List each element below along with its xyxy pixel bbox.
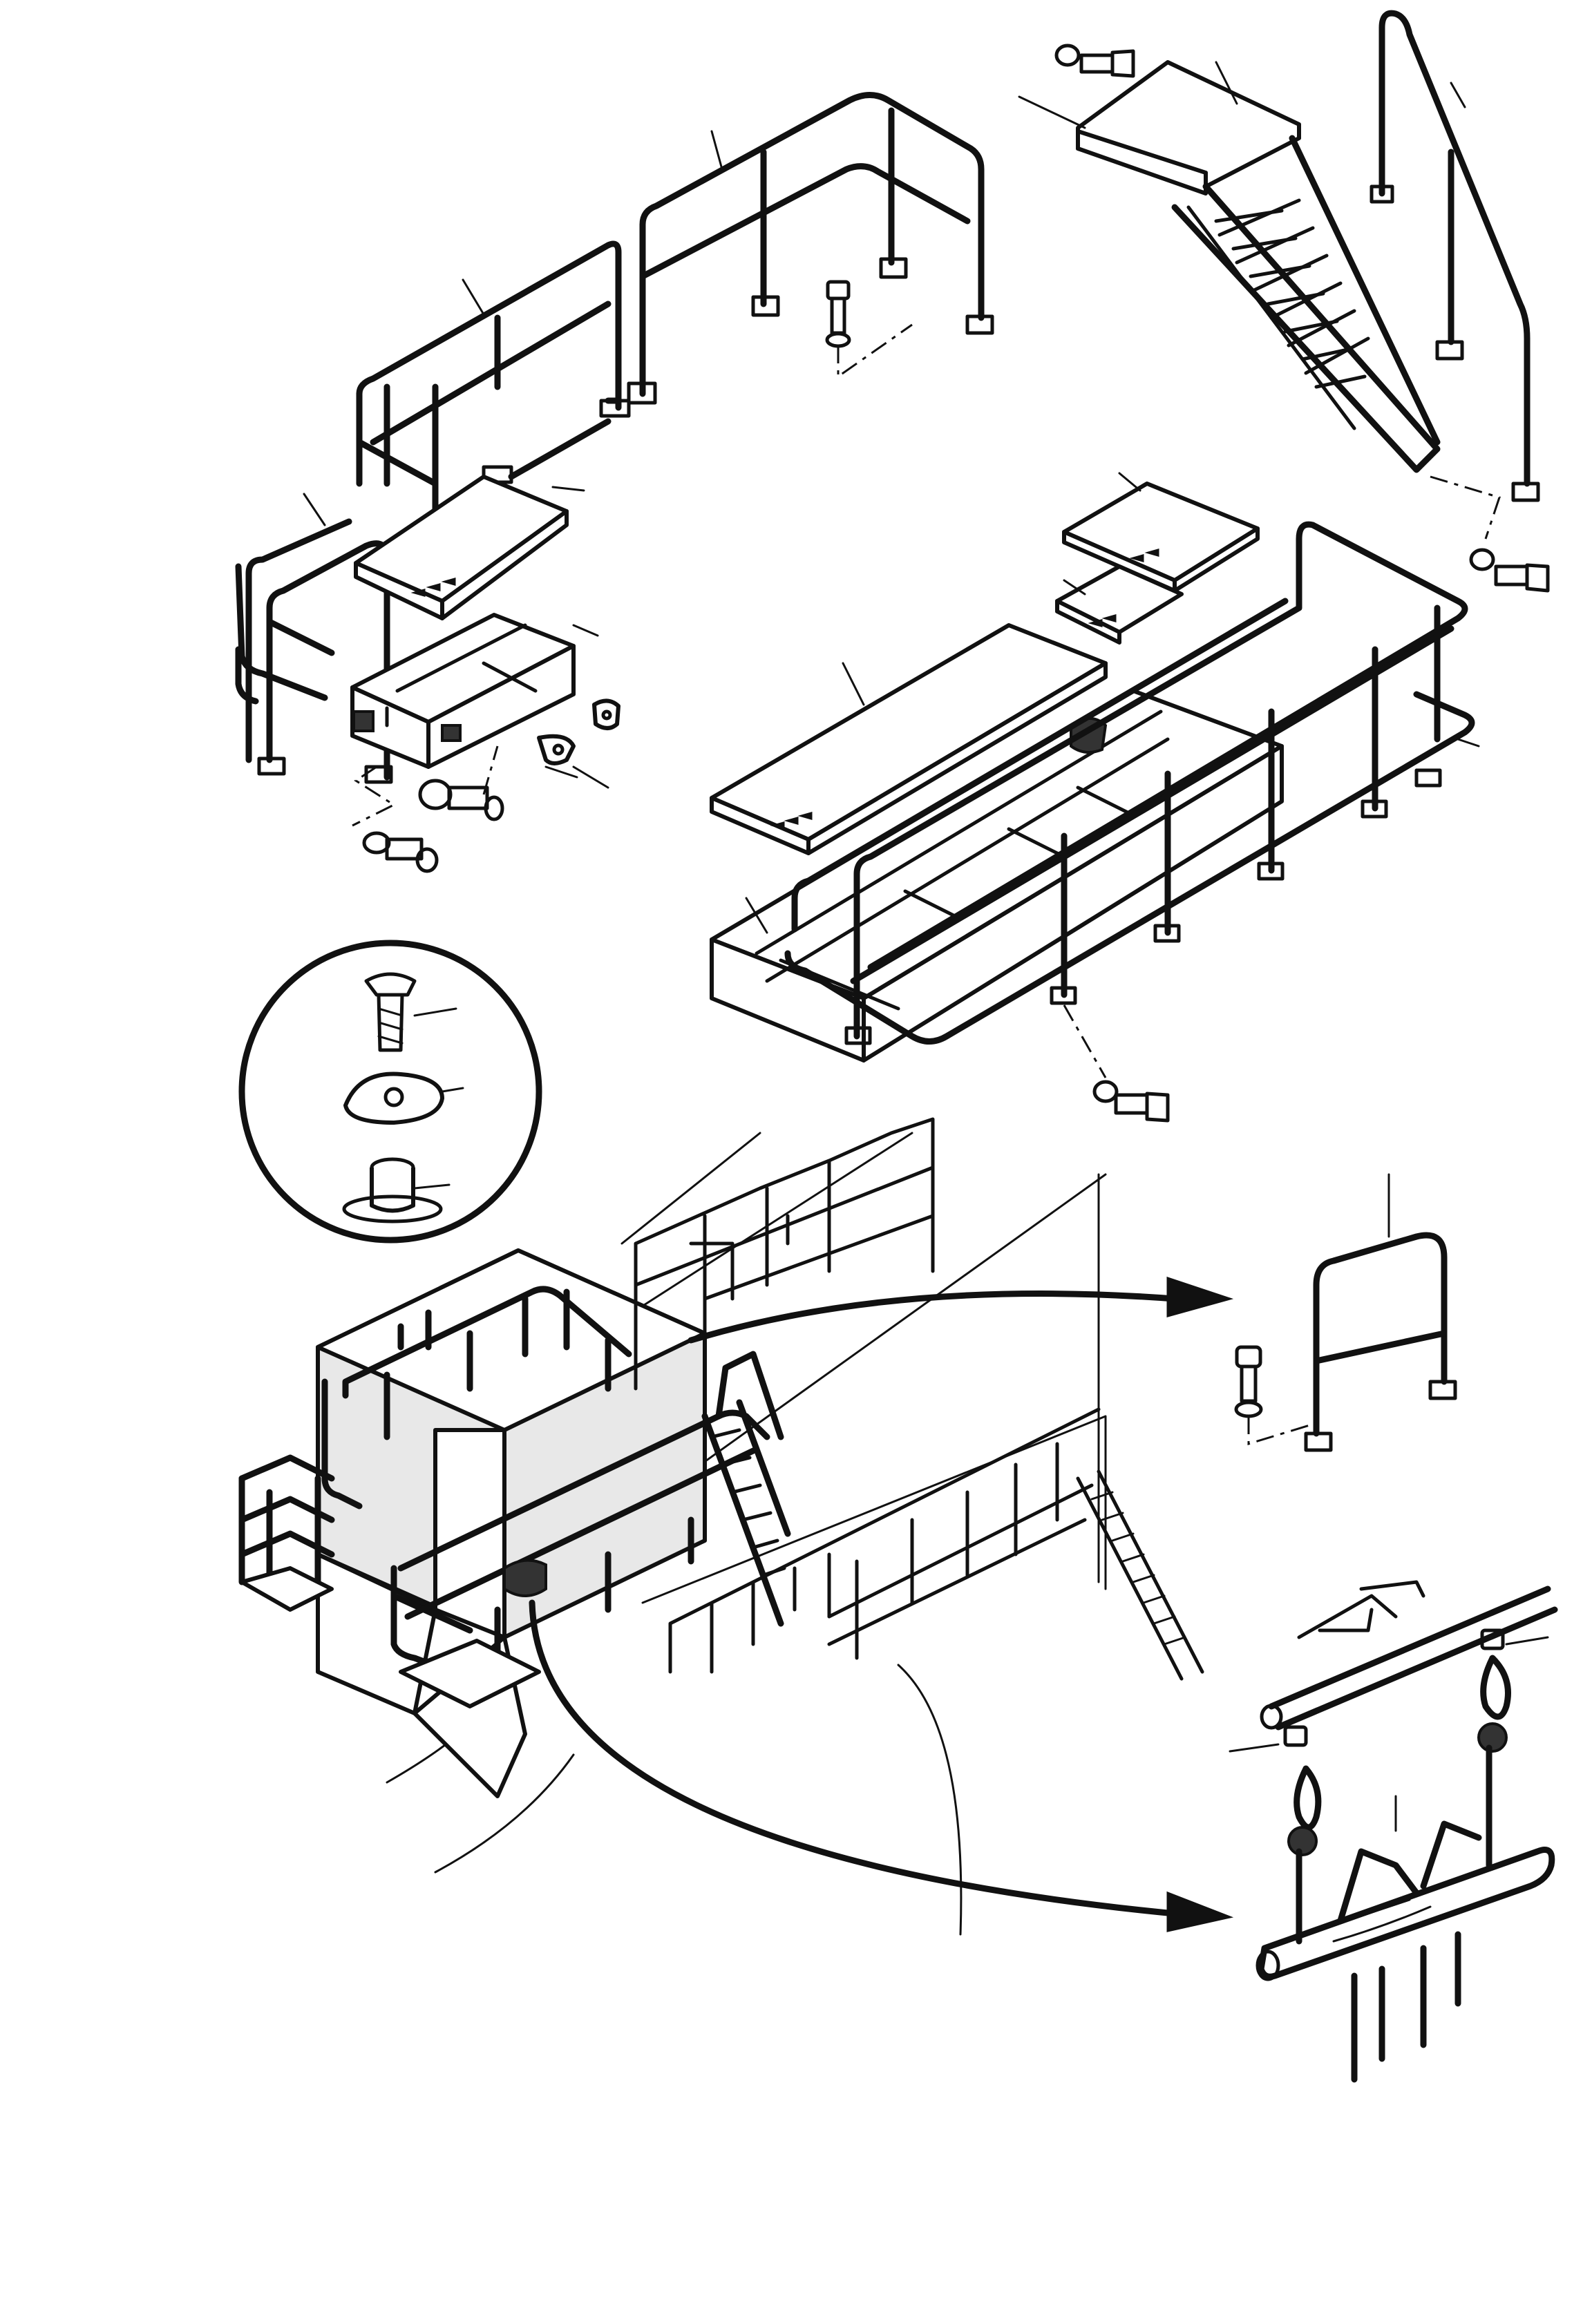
large-railing-bolt <box>1063 1004 1170 1123</box>
fastener-detail-circle <box>238 940 542 1244</box>
arrow-to-rope-ladder-detail <box>529 1599 1234 1932</box>
left-bolt-upper <box>418 745 504 821</box>
rope-ladder-detail <box>1229 1580 1558 2083</box>
installed-stair <box>701 1351 791 1627</box>
small-floor-plate-a <box>1062 482 1260 593</box>
left-base-frame <box>350 613 576 769</box>
installed-ladder <box>1076 1469 1204 1681</box>
middle-railing-section <box>627 92 994 405</box>
stair-bolt-top <box>1018 44 1135 129</box>
center-bolt <box>825 280 913 379</box>
left-mount-brackets <box>537 698 620 789</box>
left-floor-plate <box>354 475 569 620</box>
small-floor-plate-b <box>1055 564 1184 645</box>
installed-upper-railing <box>321 1286 632 1509</box>
stair-handrail <box>1370 10 1540 502</box>
left-bolt-lower <box>352 765 439 873</box>
left-railing-section <box>356 240 631 515</box>
stair-bolt-bottom <box>1430 475 1550 593</box>
installed-side-cage <box>238 1454 335 1612</box>
main-housing-block <box>316 1248 707 1798</box>
stair-assembly <box>1076 60 1441 473</box>
large-railing <box>784 521 1475 1045</box>
railing-gate-detail <box>1234 1173 1457 1452</box>
installed-back-railings <box>634 1117 1101 1674</box>
large-floor-plate <box>710 623 1108 855</box>
arrow-to-railing-detail <box>688 1276 1234 1344</box>
callout-leader-lines <box>303 61 1480 934</box>
